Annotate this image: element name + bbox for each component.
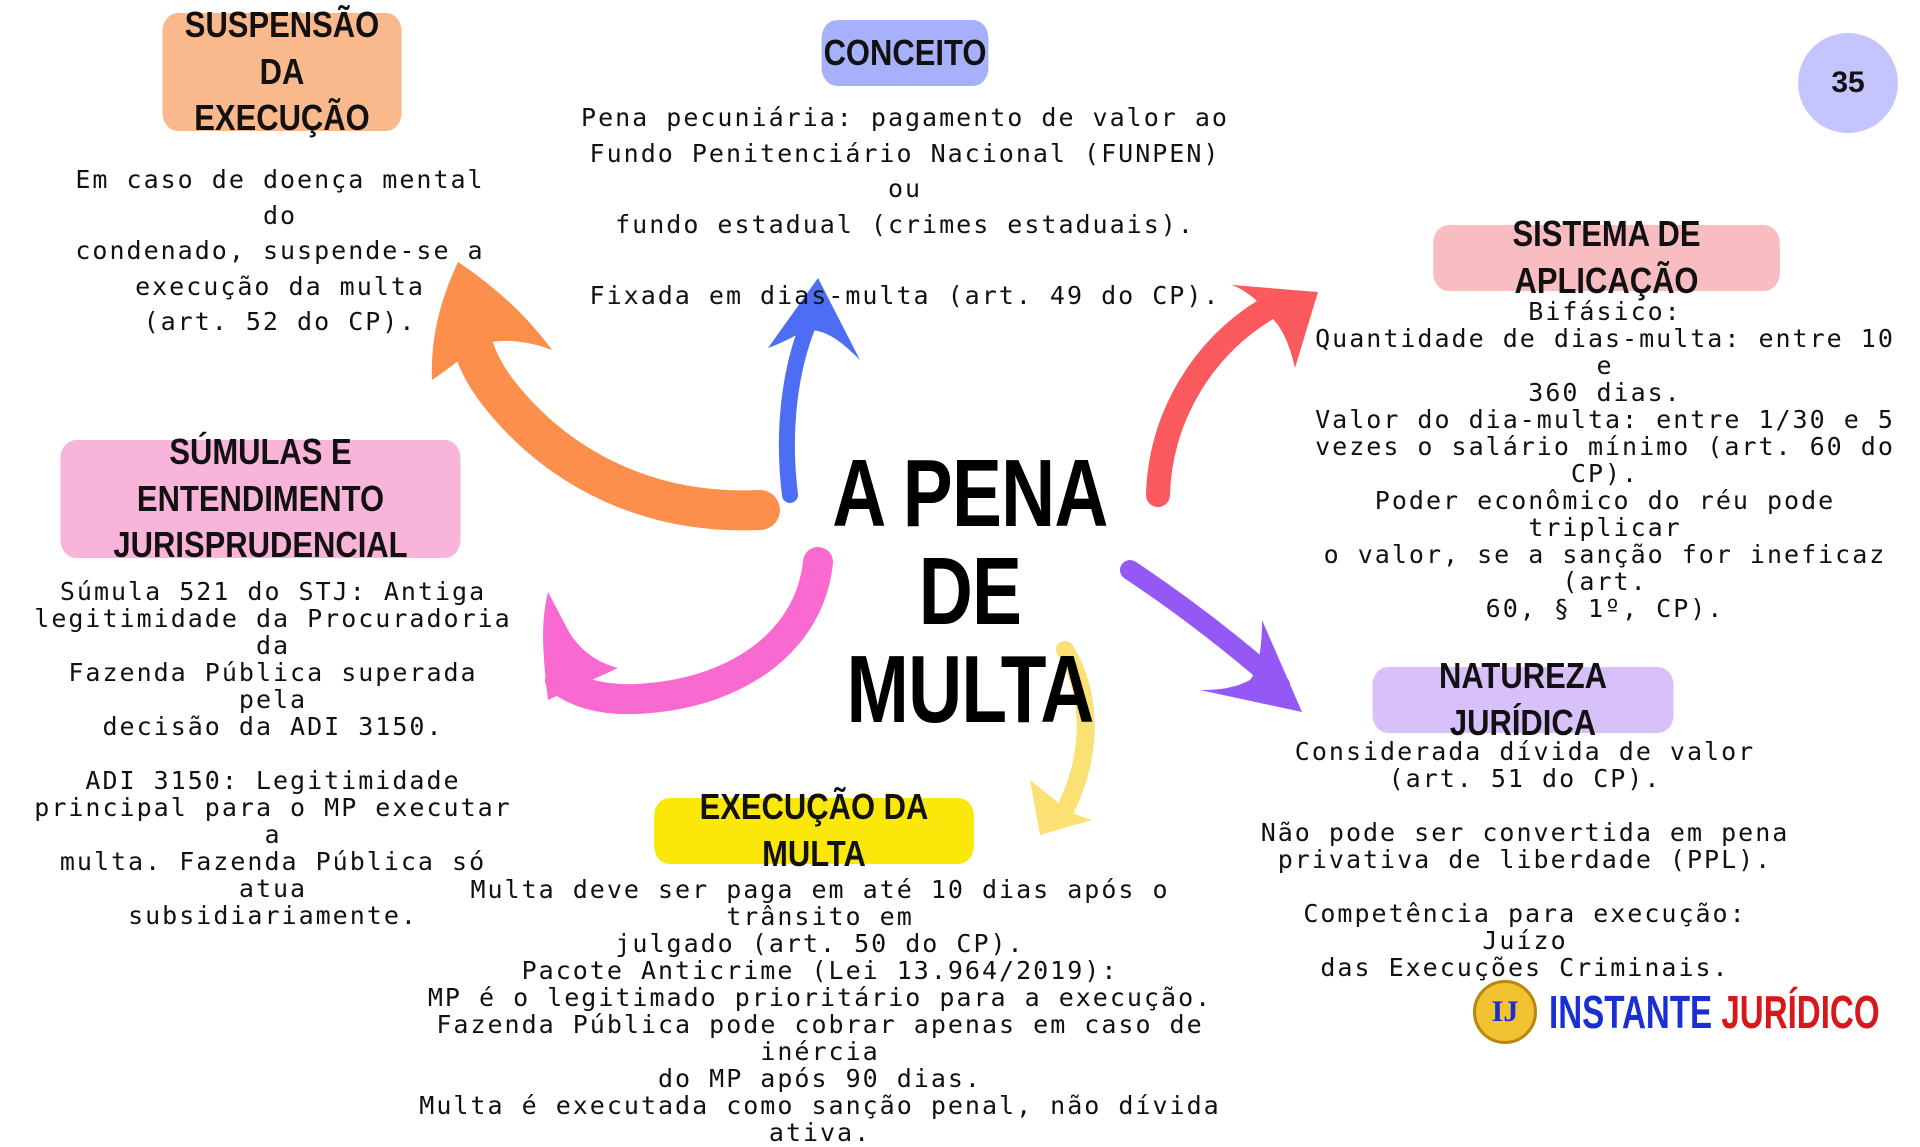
arrows-layer: [431, 262, 1318, 835]
arrow-to-execucao: [1030, 641, 1095, 835]
execucao-text: Multa deve ser paga em até 10 dias após …: [419, 875, 1221, 1147]
instante-juridico-logo: IJ INSTANTE JURÍDICO: [1473, 980, 1920, 1044]
arrow-to-conceito: [768, 278, 860, 503]
conceito-text: Pena pecuniária: pagamento de valor ao F…: [581, 103, 1229, 310]
sistema-title: SISTEMA DE APLICAÇÃO: [1512, 213, 1701, 301]
suspensao-text: Em caso de doença mental do condenado, s…: [75, 165, 485, 336]
logo-word-instante: INSTANTE: [1549, 986, 1713, 1038]
center-title-text: A PENA DE MULTA: [832, 440, 1108, 743]
page-number: 35: [1831, 66, 1865, 99]
conceito-title: CONCEITO: [823, 31, 987, 73]
execucao-title: EXECUÇÃO DA MULTA: [699, 786, 929, 874]
logo-wordmark: INSTANTE JURÍDICO: [1549, 985, 1880, 1039]
suspensao-title-box: SUSPENSÃO DA EXECUÇÃO: [162, 4, 402, 138]
logo-word-juridico: JURÍDICO: [1721, 986, 1880, 1038]
sumulas-title: SÚMULAS E ENTENDIMENTO JURISPRUDENCIAL: [113, 430, 408, 566]
arrow-to-suspensao: [431, 262, 780, 531]
suspensao-title: SUSPENSÃO DA EXECUÇÃO: [184, 3, 380, 139]
sumulas-title-box: SÚMULAS E ENTENDIMENTO JURISPRUDENCIAL: [60, 431, 461, 565]
sumulas-text: Súmula 521 do STJ: Antiga legitimidade d…: [34, 577, 512, 930]
natureza-title-box: NATUREZA JURÍDICA: [1372, 655, 1674, 743]
sistema-title-box: SISTEMA DE APLICAÇÃO: [1433, 213, 1780, 301]
natureza-title: NATUREZA JURÍDICA: [1439, 655, 1607, 743]
arrow-to-sistema: [1146, 285, 1318, 507]
center-title: A PENA DE MULTA: [806, 445, 1134, 739]
page-number-badge: 35: [1798, 33, 1898, 133]
conceito-title-box: CONCEITO: [821, 20, 989, 86]
arrow-to-natureza: [1120, 560, 1302, 712]
natureza-text: Considerada dívida de valor (art. 51 do …: [1260, 737, 1790, 982]
execucao-title-box: EXECUÇÃO DA MULTA: [654, 786, 974, 874]
logo-mark-icon: IJ: [1473, 980, 1537, 1044]
logo-mark-text: IJ: [1491, 995, 1519, 1028]
arrow-to-sumulas: [543, 547, 833, 715]
sistema-text: Bifásico: Quantidade de dias-multa: entr…: [1315, 297, 1895, 623]
